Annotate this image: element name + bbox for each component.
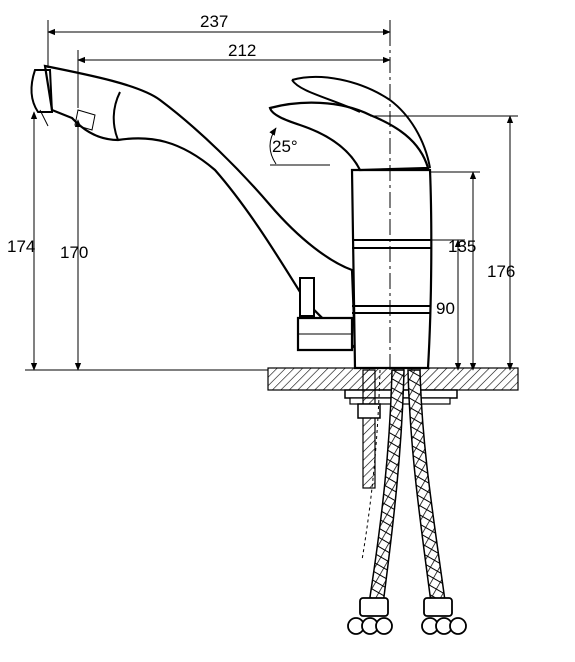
dim-spout-reach: 212 (77, 41, 391, 108)
threaded-stud (357, 369, 381, 489)
dim-spout-height-inner-label: 170 (60, 243, 88, 262)
faucet-body (350, 168, 433, 370)
handle-lever (268, 75, 431, 172)
dim-spout-height-outer-label: 174 (7, 237, 35, 256)
dim-handle-angle: 25° (269, 127, 330, 166)
dim-overall-width-label: 237 (200, 12, 228, 31)
dim-spout-height-inner: 170 (60, 119, 88, 371)
hose-fittings (347, 597, 467, 635)
dim-total-height: 176 (370, 115, 518, 371)
braided-hoses (361, 369, 447, 613)
filter-lever (296, 277, 354, 352)
dim-spout-height-outer: 174 (7, 111, 38, 371)
countertop (25, 367, 519, 391)
dim-total-height-label: 176 (487, 262, 515, 281)
dim-body-height-lower: 90 (430, 239, 465, 371)
dim-handle-angle-label: 25° (272, 137, 298, 156)
dim-spout-reach-label: 212 (228, 41, 256, 60)
dim-body-height-upper: 135 (430, 171, 480, 371)
dim-body-height-lower-label: 90 (436, 299, 455, 318)
dim-overall-width: 237 (47, 12, 391, 68)
